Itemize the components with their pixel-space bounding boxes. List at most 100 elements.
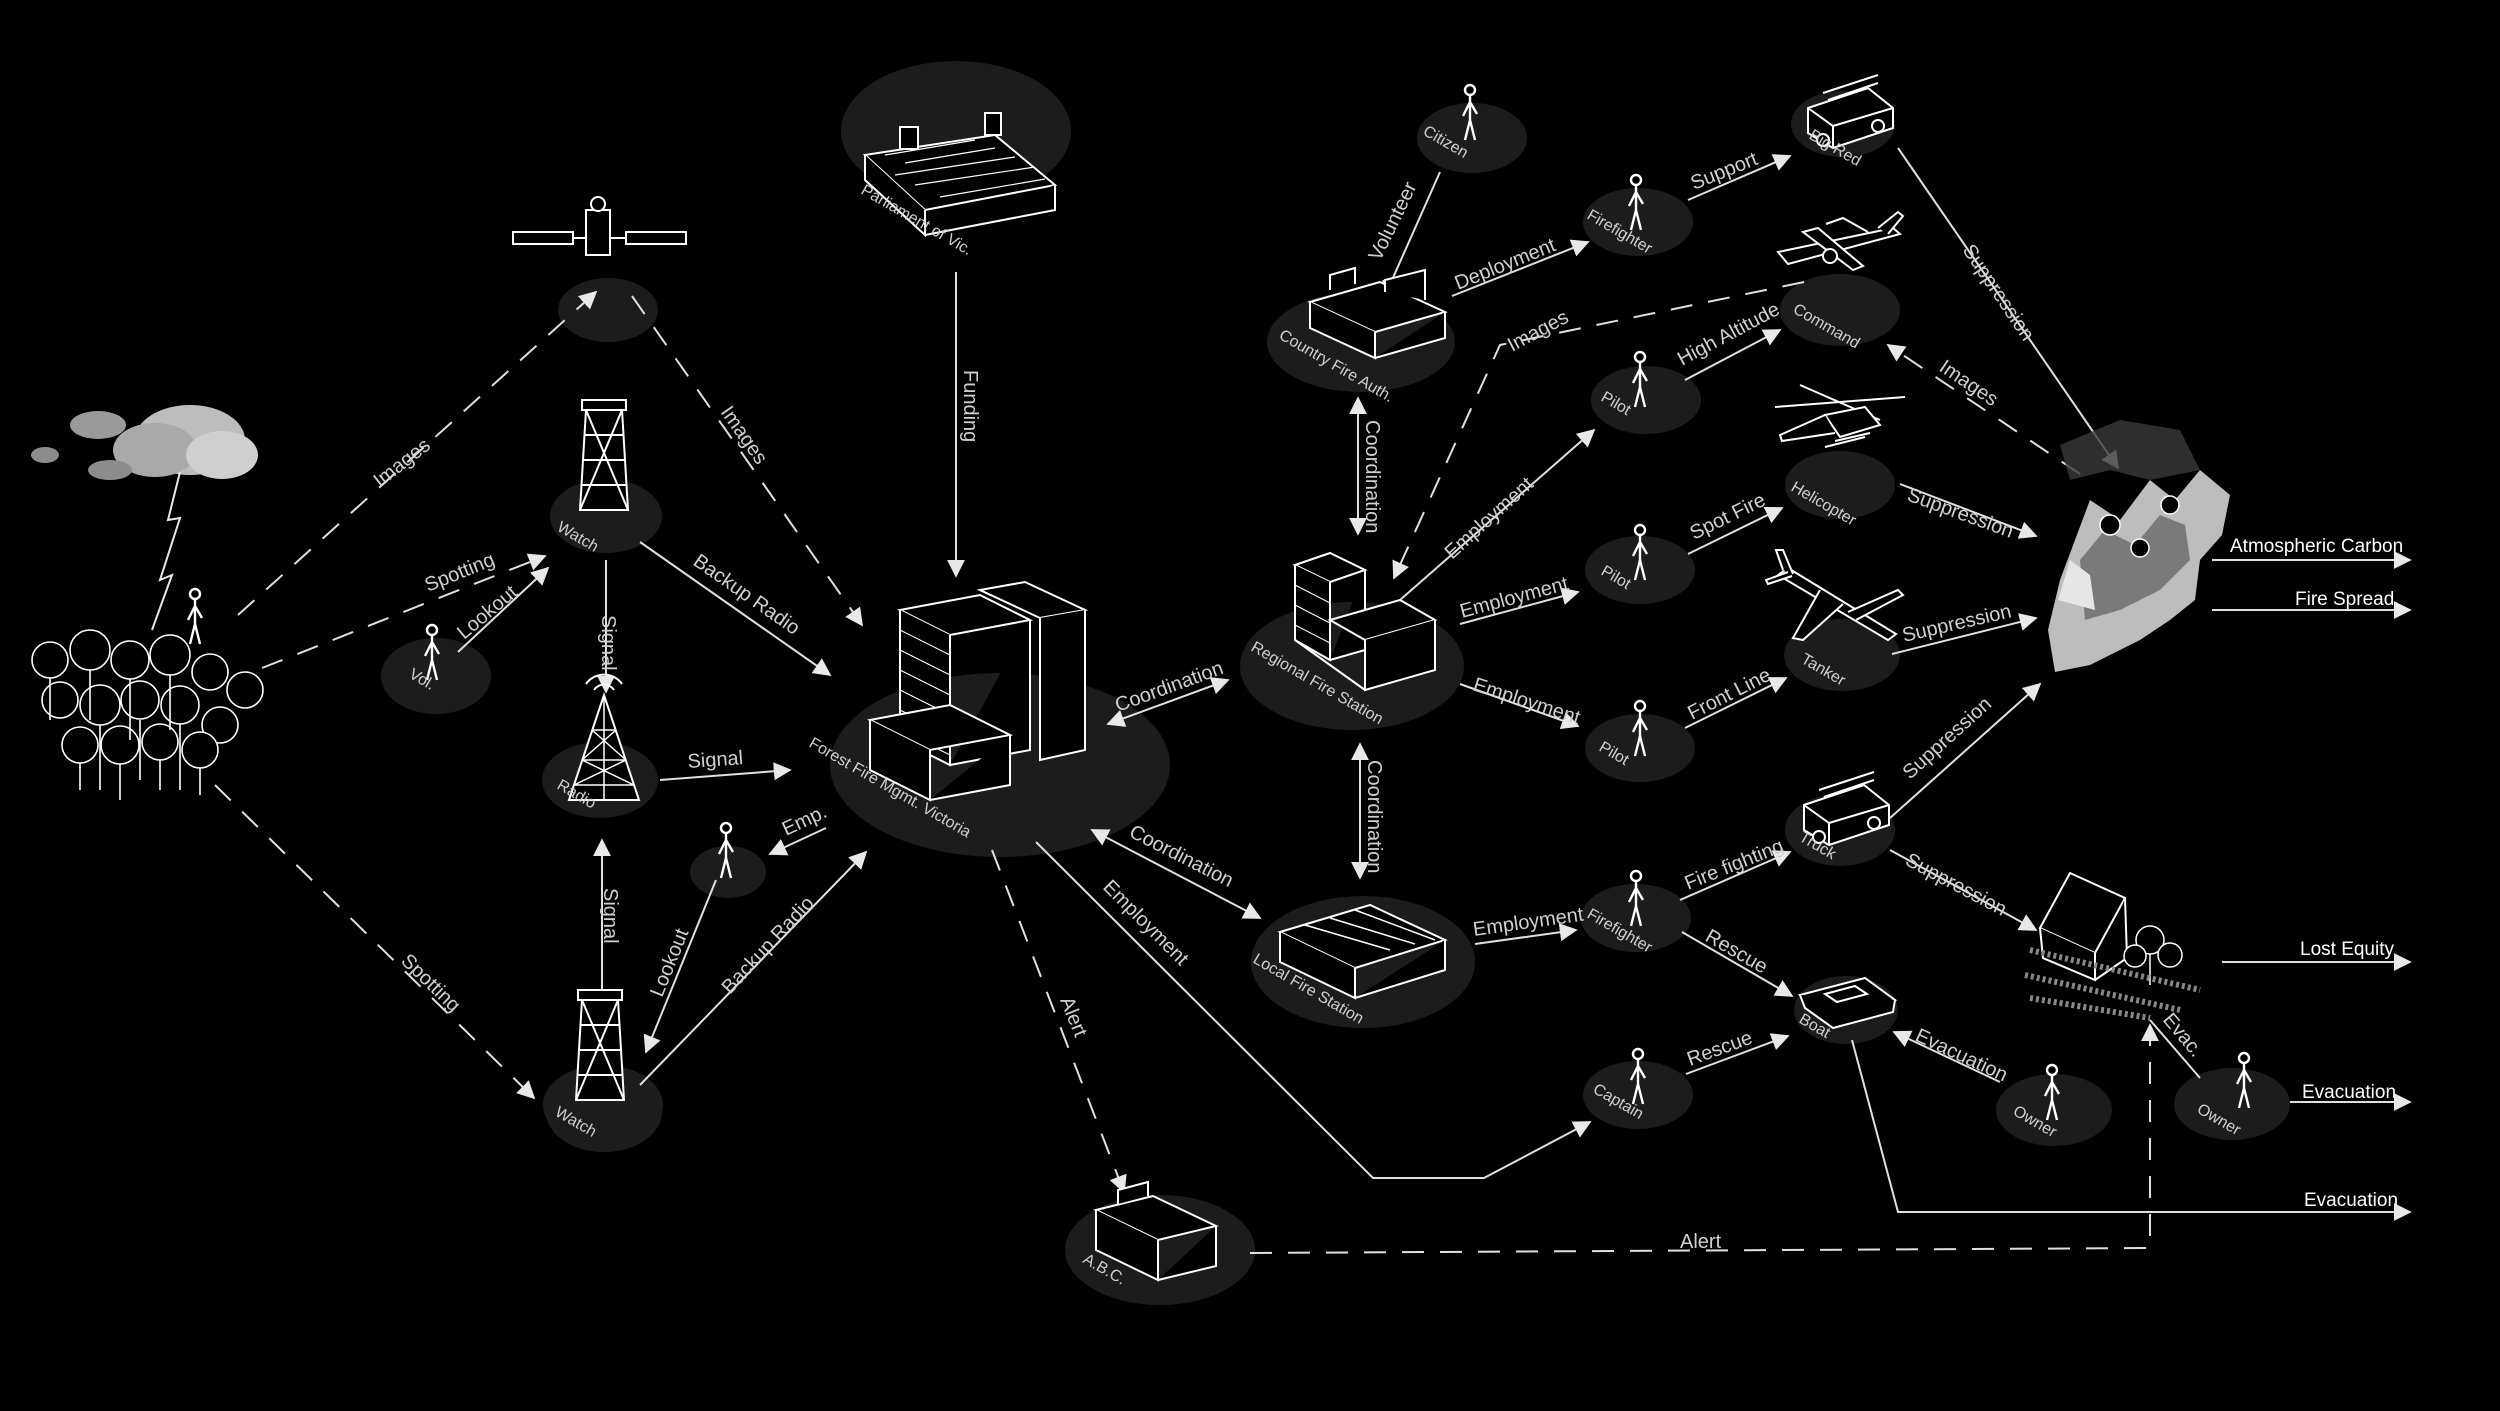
edge-images-command <box>1392 281 1805 580</box>
label-employment-spot: Employment <box>1458 573 1571 623</box>
label-suppression-heli: Suppression <box>1904 484 2016 543</box>
label-signal-bottom: Signal <box>599 888 621 944</box>
label-employment-local: Employment <box>1472 904 1586 941</box>
edge-deployment <box>1451 239 1590 297</box>
edge-front-line <box>1684 677 1788 729</box>
label-employment-captain: Employment <box>1098 876 1192 970</box>
label-suppression-truck: Suppression <box>1899 693 1996 784</box>
edge-spot-fire <box>1687 507 1784 555</box>
edge-lookout-top <box>457 566 550 653</box>
edge-employment-front <box>1459 683 1580 730</box>
label-suppression-tanker: Suppression <box>1900 600 2013 646</box>
edge-fire-fighting <box>1679 850 1792 901</box>
edge-suppression-house <box>1889 849 2038 931</box>
tanker-plane-icon <box>1764 549 1905 642</box>
label-coordination-cfa: Coordination <box>1361 420 1383 533</box>
label-fire-spread: Fire Spread <box>2295 589 2394 610</box>
label-fire-fighting: Fire fighting <box>1682 835 1787 895</box>
edge-lookout-bottom <box>643 879 717 1054</box>
edge-alert-abc <box>991 849 1127 1194</box>
label-atmospheric-carbon: Atmospheric Carbon <box>2230 536 2403 557</box>
storm-cloud-icon <box>31 405 258 480</box>
aircraft-icon <box>1776 210 1905 272</box>
boat-icon <box>1797 976 1898 1030</box>
label-signal-right: Signal <box>687 747 744 773</box>
forest-icon <box>2024 925 2201 1021</box>
label-lost-equity: Lost Equity <box>2300 939 2394 960</box>
label-spot-fire: Spot Fire <box>1687 489 1770 544</box>
office-tower-icon <box>866 580 1089 802</box>
watch-tower-icon <box>575 989 625 1101</box>
output-labels: Atmospheric Carbon Fire Spread Lost Equi… <box>2230 536 2403 1211</box>
label-funding: Funding <box>959 370 981 442</box>
fire-station-icon <box>1292 551 1438 692</box>
label-lookout-top: Lookout <box>453 581 522 644</box>
lightning-icon <box>151 471 182 631</box>
label-coordination-reg-local: Coordination <box>1363 760 1385 873</box>
fire-station-icon <box>1277 903 1448 1000</box>
label-employment-high: Employment <box>1441 473 1539 564</box>
label-lookout-bottom: Lookout <box>646 925 693 1000</box>
label-emp: Emp. <box>779 801 831 841</box>
label-evac-owner2: Evac. <box>2158 1009 2207 1061</box>
fire-front-icon <box>2048 420 2230 672</box>
edge-evacuation-owner <box>1892 1030 2001 1083</box>
forest-icon <box>31 629 264 800</box>
label-evacuation-owner: Evacuation <box>1912 1025 2011 1087</box>
label-alert-bottom: Alert <box>1680 1231 1722 1253</box>
edge-backup-radio-top <box>639 541 832 677</box>
edge-images-satellite <box>237 290 598 616</box>
edge-evacuation-bottom <box>1851 1039 2412 1221</box>
label-backup-radio-top: Backup Radio <box>689 550 804 639</box>
edge-rescue-boat <box>1681 931 1794 997</box>
label-employment-front: Employment <box>1470 674 1583 729</box>
edge-support <box>1687 154 1792 201</box>
label-signal-top: Signal <box>597 615 619 671</box>
edge-spotting-top <box>261 553 547 669</box>
radio-tower-icon <box>567 673 641 801</box>
label-images-sat: Images <box>370 434 435 492</box>
edge-backup-radio-bottom <box>639 850 868 1086</box>
label-images-ffmv: Images <box>716 402 772 468</box>
label-support: Support <box>1688 148 1762 195</box>
edges <box>214 147 2412 1254</box>
label-spotting-bottom: Spotting <box>397 950 465 1017</box>
edge-images-ffmv <box>631 295 864 627</box>
label-volunteer: Volunteer <box>1365 178 1422 264</box>
watch-tower-icon <box>579 399 629 511</box>
edge-employment-captain <box>1035 841 1592 1179</box>
person-icon <box>186 587 204 646</box>
label-evacuation-right: Evacuation <box>2302 1082 2396 1103</box>
edge-evac-owner2 <box>2149 1019 2201 1079</box>
fire-station-icon <box>1307 266 1448 360</box>
edge-suppression-heli <box>1899 483 2038 539</box>
helicopter-icon <box>1774 384 1906 448</box>
label-backup-radio-bottom: Backup Radio <box>718 892 819 998</box>
label-rescue-captain: Rescue <box>1684 1027 1755 1071</box>
node-discs <box>381 61 2290 1305</box>
label-front-line: Front Line <box>1684 664 1774 724</box>
edge-suppression-bigred <box>1897 147 2120 470</box>
edge-suppression-tanker <box>1891 613 2038 655</box>
label-rescue-boat: Rescue <box>1702 925 1772 978</box>
edge-rescue-captain <box>1685 1033 1790 1075</box>
label-spotting-top: Spotting <box>422 549 498 597</box>
edge-employment-local <box>1474 923 1578 945</box>
edge-employment-high <box>1399 428 1596 601</box>
icons <box>31 74 2253 1282</box>
edge-spotting-bottom <box>214 784 536 1100</box>
edge-signal-right <box>659 762 792 781</box>
edge-coordination-local <box>1090 829 1262 919</box>
edge-images-fire <box>1886 343 2081 475</box>
office-tower-icon <box>1093 1180 1219 1282</box>
label-alert-abc: Alert <box>1055 994 1091 1041</box>
edge-high-altitude <box>1684 329 1782 381</box>
house-icon <box>2038 871 2129 982</box>
edge-coordination-regional <box>1106 677 1230 727</box>
edge-suppression-truck <box>1889 682 2042 819</box>
edge-employment-spot <box>1459 587 1580 625</box>
edge-emp <box>768 827 827 856</box>
label-suppression-bigred: Suppression <box>1958 240 2038 344</box>
